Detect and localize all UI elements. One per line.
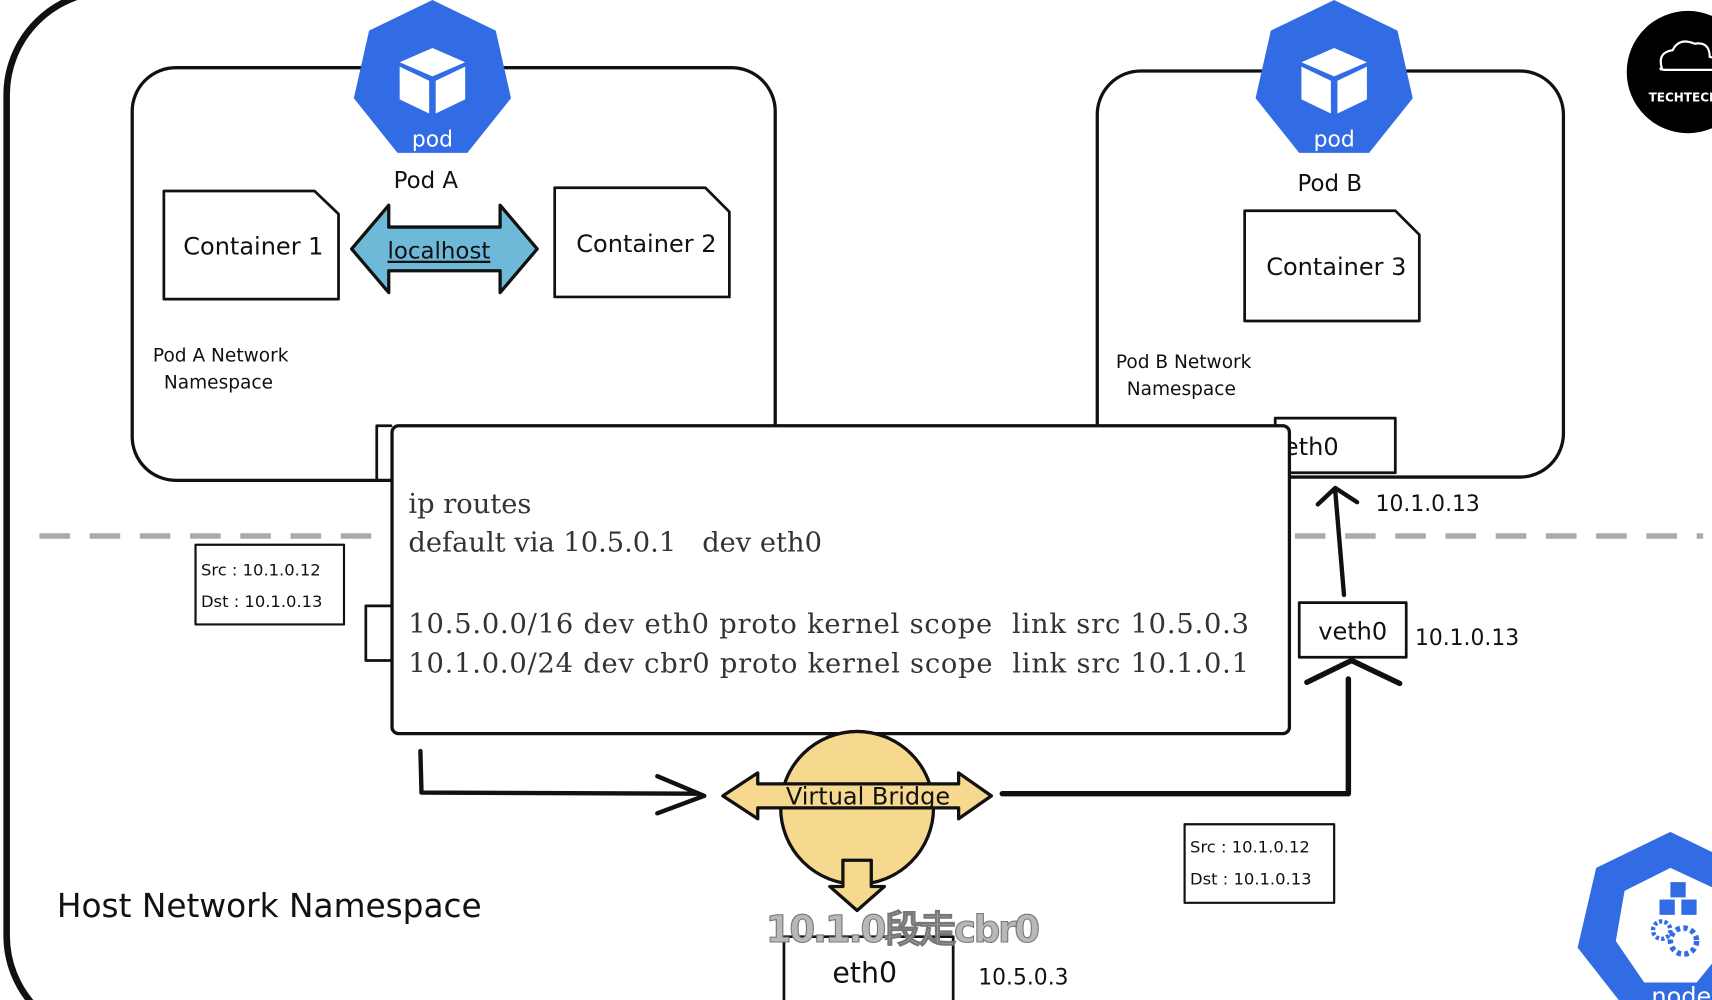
packet-box-1 — [194, 543, 346, 626]
host-namespace-border — [3, 0, 78, 1000]
channel-logo: TECHTECHDO — [1626, 10, 1712, 134]
pod-b-icon: pod — [1255, 0, 1413, 153]
pod-b-name: Pod B — [1298, 171, 1363, 197]
flow-line-to-veth0 — [999, 657, 1403, 797]
route-line: 10.5.0.0/16 dev eth0 proto kernel scope … — [408, 609, 1249, 640]
up-arrow-to-eth0 — [1315, 485, 1360, 598]
host-eth0-ip: 10.5.0.3 — [978, 966, 1068, 991]
container-2-box — [553, 186, 731, 299]
container-3-box — [1243, 209, 1421, 323]
routes-title: ip routes — [408, 489, 531, 520]
container-3-label: Container 3 — [1266, 253, 1406, 281]
pod-a-icon-label: pod — [412, 127, 453, 152]
hidden-box-edge — [364, 424, 393, 662]
flow-arrow-to-bridge — [418, 748, 707, 816]
container-1-box — [162, 189, 340, 301]
channel-logo-text: TECHTECHDO — [1649, 91, 1712, 105]
pod-b-namespace-line2: Namespace — [1127, 379, 1236, 400]
pod-a-namespace-line2: Namespace — [164, 373, 273, 394]
veth0-ip: 10.1.0.13 — [1415, 626, 1519, 651]
pod-a-name: Pod A — [394, 168, 459, 194]
packet-1-src: Src : 10.1.0.12 — [201, 560, 321, 579]
packet-2-src: Src : 10.1.0.12 — [1190, 838, 1310, 857]
pod-b-eth0-label: eth0 — [1284, 433, 1339, 461]
pod-a-namespace-line1: Pod A Network — [153, 345, 289, 366]
pod-b-icon-label: pod — [1314, 127, 1355, 152]
localhost-label: localhost — [388, 239, 491, 265]
pod-b-namespace-line1: Pod B Network — [1116, 352, 1252, 373]
veth0-box — [1297, 601, 1408, 659]
pod-a-icon: pod — [353, 0, 512, 153]
route-line: 10.1.0.0/24 dev cbr0 proto kernel scope … — [408, 648, 1249, 679]
node-icon: node — [1577, 831, 1712, 1000]
container-1-label: Container 1 — [183, 232, 323, 260]
packet-1-dst: Dst : 10.1.0.13 — [201, 592, 322, 611]
cloud-icon — [1659, 40, 1712, 71]
packet-box-2 — [1183, 823, 1336, 904]
host-eth0-box — [782, 935, 955, 1000]
pod-b-eth0-ip: 10.1.0.13 — [1376, 492, 1480, 517]
video-subtitle: 10.1.0段走cbr0 — [766, 908, 1040, 951]
veth0-label: veth0 — [1318, 618, 1387, 646]
host-namespace-label: Host Network Namespace — [57, 887, 482, 925]
host-eth0-label: eth0 — [832, 957, 897, 990]
packet-2-dst: Dst : 10.1.0.13 — [1190, 869, 1311, 888]
bridge-down-arrow — [828, 858, 887, 913]
ip-routes-panel — [390, 424, 1292, 736]
virtual-bridge-label: Virtual Bridge — [786, 783, 950, 811]
localhost-arrow — [349, 203, 539, 295]
routes-default: default via 10.5.0.1 dev eth0 — [408, 527, 822, 558]
container-2-label: Container 2 — [576, 230, 716, 258]
node-icon-label: node — [1651, 982, 1711, 1000]
bridge-double-arrow — [721, 771, 994, 821]
